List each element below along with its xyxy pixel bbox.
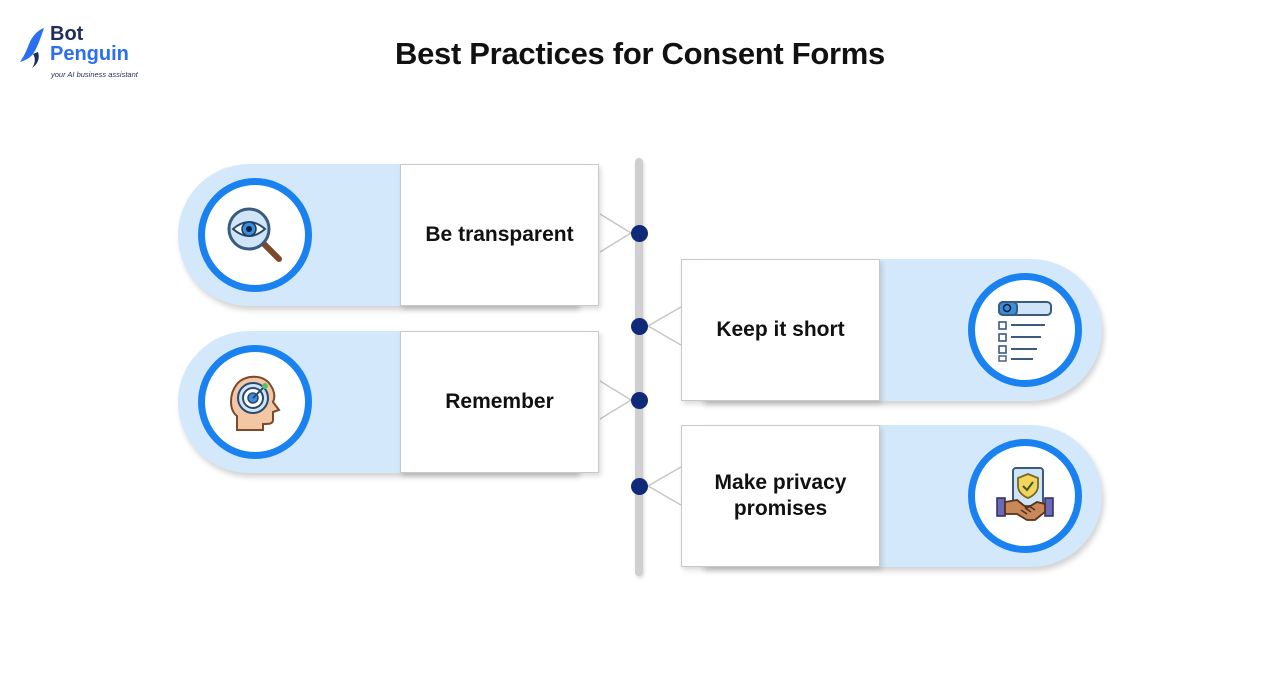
head-target-icon (230, 375, 281, 431)
card-keep-it-short: Keep it short (681, 259, 880, 401)
card-remember: Remember (400, 331, 599, 473)
logo-name-line2: Penguin (50, 43, 129, 65)
label-keep-it-short: Keep it short (716, 318, 845, 341)
handshake-shield-icon (996, 467, 1054, 521)
timeline-dot-1 (631, 225, 648, 242)
connector-3 (599, 380, 633, 420)
timeline-dot-4 (631, 478, 648, 495)
page-title: Best Practices for Consent Forms (395, 36, 885, 71)
logo-name: Bot Penguin (50, 24, 129, 64)
logo-name-line1: Bot (50, 23, 84, 45)
logo-tagline: your AI business assistant (51, 70, 138, 79)
icon-circle-be-transparent (198, 178, 312, 292)
connector-4 (646, 466, 682, 506)
connector-2 (646, 306, 682, 346)
icon-circle-make-privacy-promises (968, 439, 1082, 553)
label-make-privacy-promises: Make privacy promises (714, 471, 847, 520)
icon-circle-keep-it-short (968, 273, 1082, 387)
card-be-transparent: Be transparent (400, 164, 599, 306)
penguin-bird-icon (20, 28, 44, 68)
botpenguin-logo: Bot Penguin your AI business assistant (18, 24, 158, 84)
connector-1 (599, 213, 633, 253)
magnifier-eye-icon (227, 207, 282, 262)
timeline-dot-2 (631, 318, 648, 335)
icon-circle-remember (198, 345, 312, 459)
timeline-spine (635, 158, 643, 576)
card-make-privacy-promises: Make privacy promises (681, 425, 880, 567)
label-remember: Remember (445, 390, 554, 413)
label-be-transparent: Be transparent (425, 223, 574, 246)
checklist-icon (998, 301, 1052, 362)
timeline-dot-3 (631, 392, 648, 409)
